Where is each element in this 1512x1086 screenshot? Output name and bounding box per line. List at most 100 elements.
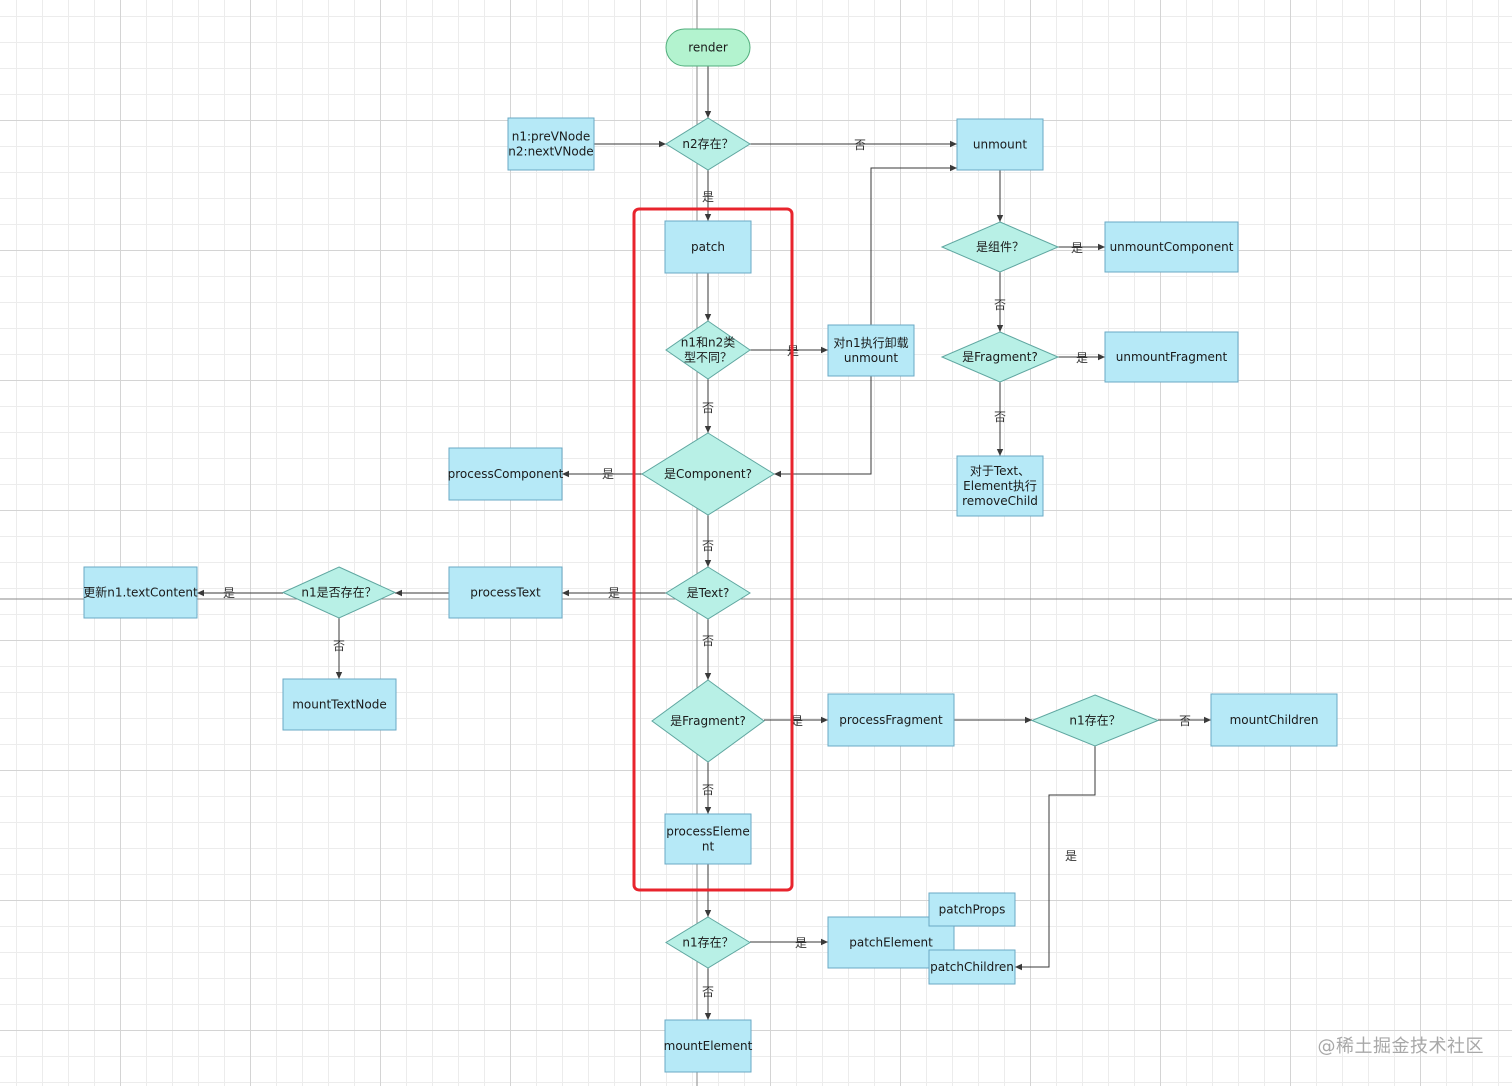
node-mount-text-node[interactable]: mountTextNode — [282, 678, 397, 731]
node-n1-exists-fragment[interactable]: n1存在？ — [1030, 694, 1160, 747]
node-process-component[interactable]: processComponent — [448, 447, 564, 501]
node-label: 对n1执行卸载 — [833, 335, 908, 350]
edge-label-no: 否 — [702, 634, 714, 648]
decision-shape — [651, 679, 765, 763]
edge-labels-layer: 是否是否是否是否是否是是否否是否是否是否 — [223, 138, 1191, 999]
edge-label-yes: 是 — [608, 586, 620, 600]
node-label: patch — [691, 240, 725, 254]
process-shape — [664, 813, 752, 865]
edge-label-no: 否 — [702, 539, 714, 553]
edge-label-yes: 是 — [1065, 849, 1077, 863]
node-label: n2存在？ — [682, 137, 733, 151]
edge-label-no: 否 — [854, 138, 866, 152]
node-n2-exists[interactable]: n2存在？ — [665, 117, 751, 171]
node-patch-props[interactable]: patchProps — [928, 892, 1016, 927]
node-label: 型不同？ — [684, 351, 732, 365]
node-label: 是Component? — [664, 467, 752, 481]
node-label: processText — [470, 586, 541, 600]
decision-shape — [281, 566, 397, 619]
e-unmountn1-unmount — [870, 164, 957, 325]
node-process-fragment[interactable]: processFragment — [827, 693, 955, 747]
process-shape — [956, 118, 1044, 171]
highlight-frame — [632, 207, 794, 892]
edge-label-yes: 是 — [1076, 351, 1088, 365]
edge-label-yes: 是 — [1071, 241, 1083, 255]
decision-shape — [940, 221, 1060, 273]
node-label: patchElement — [849, 936, 933, 950]
node-label: n1和n2类 — [681, 336, 735, 350]
edge-label-yes: 是 — [223, 586, 235, 600]
node-label: 是Fragment? — [962, 350, 1038, 364]
node-label: n1:preVNode — [512, 130, 590, 144]
edge-label-no: 否 — [702, 783, 714, 797]
process-shape — [956, 455, 1044, 517]
node-is-component-unmount[interactable]: 是组件？ — [940, 221, 1060, 273]
node-patch-children[interactable]: patchChildren — [928, 949, 1016, 985]
node-is-fragment-unmount[interactable]: 是Fragment? — [940, 331, 1060, 383]
edge-label-no: 否 — [1179, 714, 1191, 728]
process-shape — [827, 693, 955, 747]
node-label: mountElement — [664, 1039, 753, 1053]
process-shape — [448, 447, 563, 501]
node-label: 更新n1.textContent — [83, 585, 198, 600]
node-label: unmount — [973, 138, 1027, 152]
node-unmount-component[interactable]: unmountComponent — [1104, 221, 1239, 273]
edge-label-no: 否 — [994, 298, 1006, 312]
e-unmountn1-iscomponent — [774, 376, 872, 478]
node-label: n1存在？ — [682, 936, 733, 950]
node-label: removeChild — [962, 494, 1038, 508]
terminal-shape — [665, 28, 751, 67]
node-mount-element[interactable]: mountElement — [664, 1019, 753, 1073]
edge-label-no: 否 — [702, 985, 714, 999]
node-mount-children[interactable]: mountChildren — [1210, 693, 1338, 747]
node-label: patchProps — [939, 903, 1006, 917]
node-label: render — [688, 41, 728, 55]
node-is-fragment[interactable]: 是Fragment? — [651, 679, 765, 763]
process-shape — [1104, 221, 1239, 273]
node-label: unmountComponent — [1110, 240, 1234, 254]
node-label: processComponent — [448, 467, 564, 481]
edge-label-no: 否 — [994, 410, 1006, 424]
node-label: mountTextNode — [292, 698, 387, 712]
node-label: mountChildren — [1230, 713, 1319, 727]
decision-shape — [641, 432, 775, 516]
e-n1frag-patchchildren — [1015, 746, 1096, 971]
edge-label-no: 否 — [333, 639, 345, 653]
process-shape — [664, 1019, 752, 1073]
process-shape — [928, 949, 1016, 985]
node-unmount-fragment[interactable]: unmountFragment — [1104, 331, 1239, 383]
node-label: n1存在？ — [1069, 714, 1120, 728]
edge-label-yes: 是 — [791, 714, 803, 728]
process-shape — [448, 566, 563, 619]
node-n1-exists-element[interactable]: n1存在？ — [665, 916, 751, 969]
node-label: patchChildren — [930, 960, 1014, 974]
decision-shape — [665, 320, 751, 380]
node-patch[interactable]: patch — [664, 220, 752, 274]
process-shape — [83, 566, 198, 619]
edge-label-yes: 是 — [602, 467, 614, 481]
node-unmount[interactable]: unmount — [956, 118, 1044, 171]
watermark-text: @稀土掘金技术社区 — [1317, 1036, 1484, 1057]
node-update-text-content[interactable]: 更新n1.textContent — [83, 566, 198, 619]
node-n1-exists-text[interactable]: n1是否存在？ — [281, 566, 397, 619]
node-label: Element执行 — [963, 479, 1037, 493]
process-shape — [1104, 331, 1239, 383]
node-label: unmountFragment — [1116, 350, 1228, 364]
decision-shape — [940, 331, 1060, 383]
node-process-text[interactable]: processText — [448, 566, 563, 619]
node-render[interactable]: render — [665, 28, 751, 67]
node-is-component[interactable]: 是Component? — [641, 432, 775, 516]
process-shape — [827, 324, 915, 377]
edges-layer — [197, 66, 1211, 1020]
node-label: 是Text? — [687, 586, 730, 600]
node-label: 对于Text、 — [970, 464, 1030, 478]
node-is-text[interactable]: 是Text? — [665, 566, 751, 620]
decision-shape — [1030, 694, 1160, 747]
decision-shape — [665, 117, 751, 171]
